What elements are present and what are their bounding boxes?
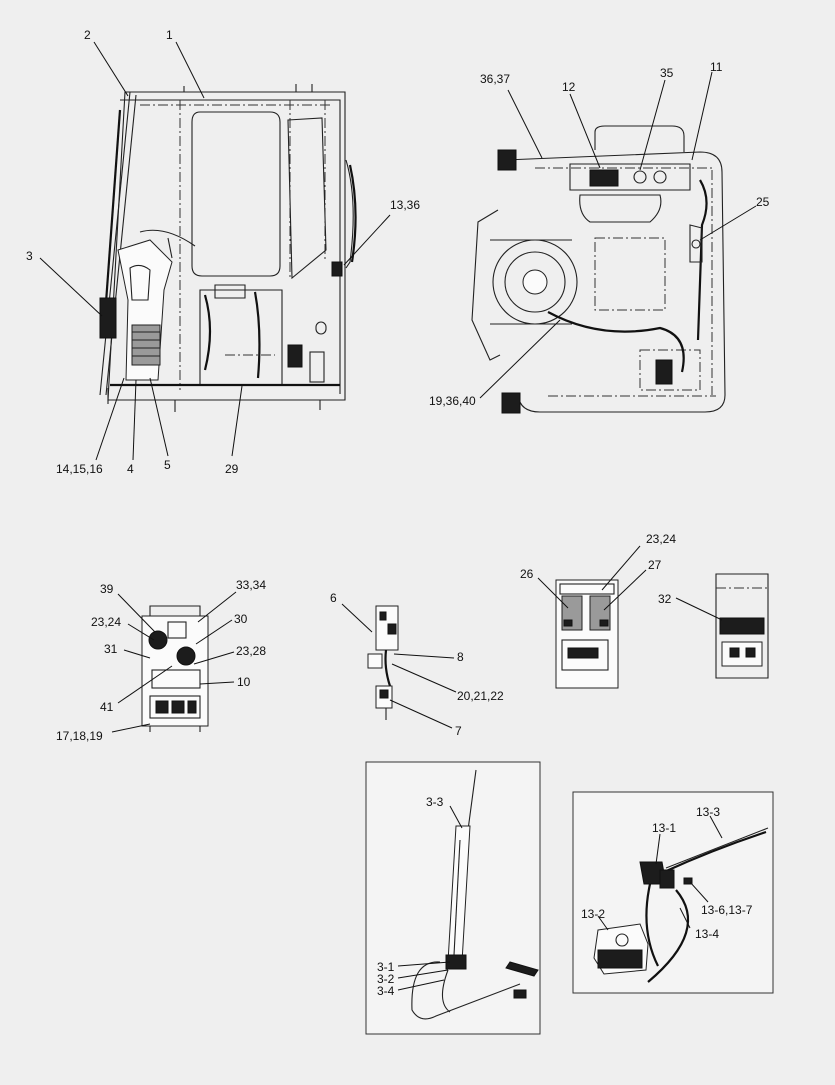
callout-4: 4	[127, 462, 134, 476]
callout-17-18-19: 17,18,19	[56, 729, 103, 743]
callout-26: 26	[520, 567, 534, 581]
callout-41: 41	[100, 700, 114, 714]
callout-13-1: 13-1	[652, 821, 676, 835]
callout-14-15-16: 14,15,16	[56, 462, 103, 476]
callout-5: 5	[164, 458, 171, 472]
callout-3-1: 3-1	[377, 960, 395, 974]
callout-13-4: 13-4	[695, 927, 719, 941]
callout-33-34: 33,34	[236, 578, 266, 592]
relay-panel	[555, 579, 619, 689]
fuse-block-callouts: 32	[658, 592, 723, 621]
callout-2: 2	[84, 28, 91, 42]
relay-panel-callouts: 23,24 26 27	[520, 532, 676, 611]
washer-detail	[572, 791, 774, 994]
callout-32: 32	[658, 592, 672, 606]
callout-13-36: 13,36	[390, 198, 420, 212]
callout-25: 25	[756, 195, 770, 209]
callout-13-6-13-7: 13-6,13-7	[701, 903, 753, 917]
cab-side-view	[99, 84, 357, 412]
callout-36-37: 36,37	[480, 72, 510, 86]
callout-7: 7	[455, 724, 462, 738]
callout-29: 29	[225, 462, 239, 476]
callout-31: 31	[104, 642, 118, 656]
cab-top-callouts: 36,37 12 35 11 25 19,36,40	[429, 60, 770, 408]
callout-35: 35	[660, 66, 674, 80]
callout-3-3: 3-3	[426, 795, 444, 809]
wiper-detail	[365, 761, 541, 1035]
fuse-panel-callouts: 39 33,34 23,24 30 31 23,28 10 41 17,18,1…	[56, 578, 266, 743]
callout-10: 10	[237, 675, 251, 689]
callout-19-36-40: 19,36,40	[429, 394, 476, 408]
callout-3: 3	[26, 249, 33, 263]
callout-3-4: 3-4	[377, 984, 395, 998]
callout-27: 27	[648, 558, 662, 572]
fuse-block	[715, 573, 769, 679]
callout-13-3: 13-3	[696, 805, 720, 819]
callout-1: 1	[166, 28, 173, 42]
callout-3-2: 3-2	[377, 972, 395, 986]
callout-23-28: 23,28	[236, 644, 266, 658]
callout-12: 12	[562, 80, 576, 94]
callout-30: 30	[234, 612, 248, 626]
callout-13-2: 13-2	[581, 907, 605, 921]
wiper-detail-callouts: 3-3 3-1 3-2 3-4	[377, 795, 463, 998]
callout-23-24-relay: 23,24	[646, 532, 676, 546]
switch-unit	[367, 605, 399, 720]
callout-23-24-fuse: 23,24	[91, 615, 121, 629]
callout-8: 8	[457, 650, 464, 664]
callout-39: 39	[100, 582, 114, 596]
cab-top-view	[471, 125, 726, 414]
cab-side-callouts: 2 1 3 13,36 14,15,16 4 5 29	[26, 28, 420, 476]
switch-unit-callouts: 6 8 20,21,22 7	[330, 591, 504, 738]
callout-20-21-22: 20,21,22	[457, 689, 504, 703]
callout-6: 6	[330, 591, 337, 605]
fuse-panel	[141, 605, 209, 732]
washer-detail-callouts: 13-3 13-1 13-6,13-7 13-2 13-4	[581, 805, 753, 941]
callout-11: 11	[710, 60, 723, 74]
